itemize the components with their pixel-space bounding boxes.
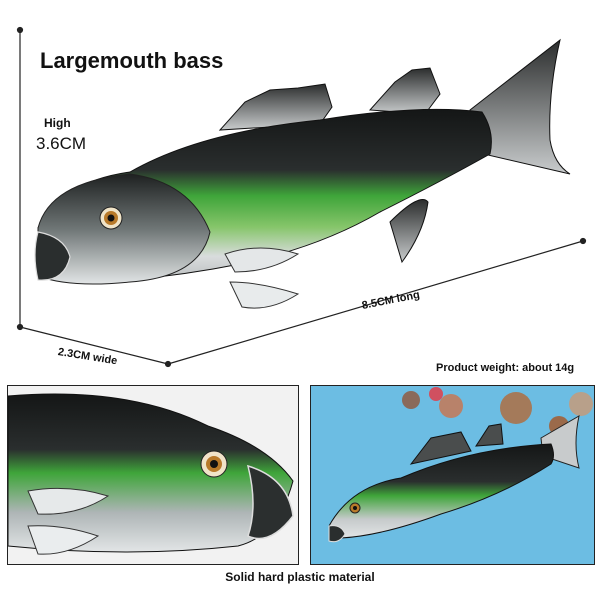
material-caption: Solid hard plastic material [225, 570, 375, 584]
product-title: Largemouth bass [40, 48, 224, 73]
length-dimension-line [167, 240, 584, 365]
hero-fish-image [34, 38, 571, 309]
closeup-head-photo [7, 385, 299, 565]
height-label: High [44, 116, 71, 130]
fish-on-sand-photo [310, 385, 595, 565]
width-dimension-line [19, 326, 169, 365]
product-weight: Product weight: about 14g [436, 362, 575, 374]
height-value: 3.6CM [36, 134, 87, 153]
